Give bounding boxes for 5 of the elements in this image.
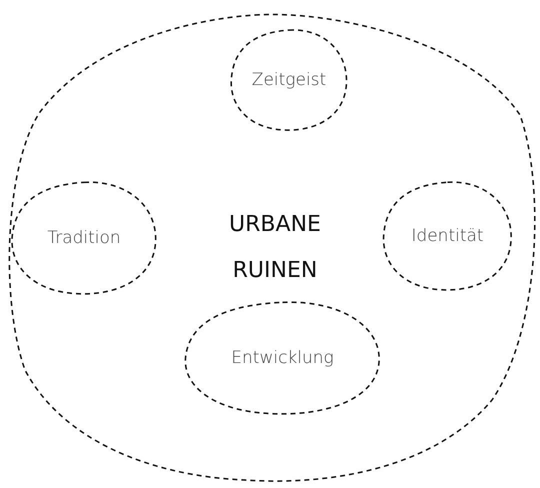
blob-label: Zeitgeist [252, 70, 326, 90]
blob-label: Tradition [47, 228, 121, 248]
center-title: URBANE RUINEN [228, 211, 322, 285]
blob-label: Identität [411, 226, 484, 246]
blob-label: Entwicklung [231, 348, 334, 368]
